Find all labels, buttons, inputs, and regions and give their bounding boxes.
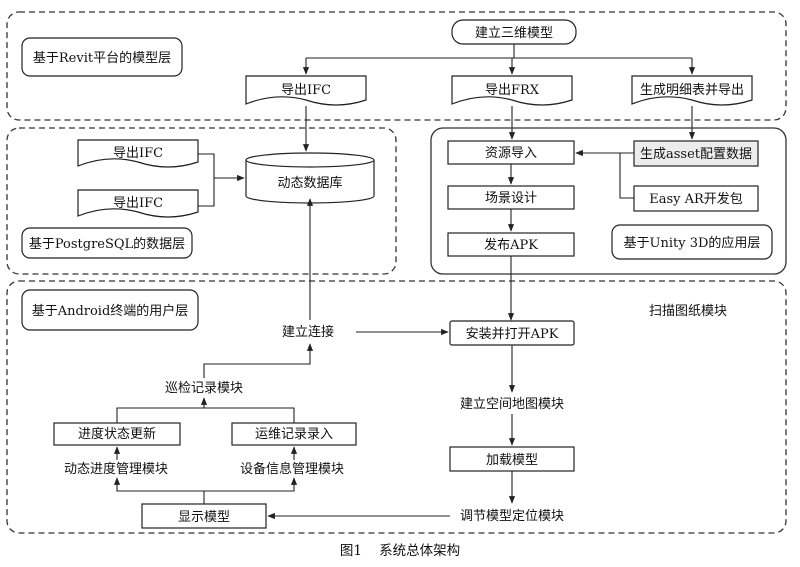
ifc-doc-1-label: 导出IFC <box>113 146 163 161</box>
gen-asset-label: 生成asset配置数据 <box>640 147 752 162</box>
app-layer-label-box <box>611 224 773 260</box>
user-layer-label: 基于Android终端的用户层 <box>32 303 189 319</box>
show-model-box <box>141 503 267 529</box>
easyar-box <box>633 185 759 212</box>
database-label: 动态数据库 <box>277 175 342 191</box>
install-apk-label: 安装并打开APK <box>466 327 559 342</box>
connector-easyar-to-import <box>619 153 634 199</box>
connector-ifc-bracket <box>198 153 215 207</box>
arrow-show-to-dynamic <box>113 477 205 504</box>
load-model-box <box>449 446 575 472</box>
gen-asset-box <box>633 140 759 167</box>
ifc-doc-2-label: 导出IFC <box>113 196 163 211</box>
scan-drawing-module-label: 扫描图纸模块 <box>649 304 727 319</box>
user-layer-label-box <box>21 289 199 331</box>
scene-design-label: 场景设计 <box>485 191 537 206</box>
ifc-doc-2 <box>77 189 199 218</box>
export-frx-doc <box>451 75 573 106</box>
connect-label: 建立连接 <box>282 324 334 340</box>
database-top <box>245 152 375 168</box>
arrow-show-to-device <box>204 477 298 492</box>
export-ifc-label: 导出IFC <box>281 83 331 98</box>
data-layer-label: 基于PostgreSQL的数据层 <box>29 236 185 252</box>
app-layer-label: 基于Unity 3D的应用层 <box>624 235 761 251</box>
model-layer-label: 基于Revit平台的模型层 <box>33 50 171 66</box>
app-layer-region <box>430 127 787 275</box>
load-model-label: 加载模型 <box>486 453 538 468</box>
resource-import-label: 资源导入 <box>485 146 537 161</box>
ifc-doc-1 <box>77 139 199 168</box>
device-info-module-label: 设备信息管理模块 <box>240 461 344 477</box>
inspection-module-label: 巡检记录模块 <box>165 381 243 396</box>
spatial-map-module-label: 建立空间地图模块 <box>460 397 564 412</box>
build-3d-model-label: 建立三维模型 <box>475 26 553 41</box>
dynamic-database <box>245 152 375 204</box>
export-frx-label: 导出FRX <box>485 83 540 98</box>
arrow-inspection-to-connect <box>203 343 314 378</box>
data-layer-region <box>6 127 397 275</box>
data-layer-label-box <box>21 227 193 259</box>
easyar-label: Easy AR开发包 <box>649 191 743 207</box>
export-ifc-doc <box>245 75 367 106</box>
connector-records-bracket <box>116 407 295 423</box>
figure-caption: 图1 系统总体架构 <box>340 543 460 559</box>
adjust-position-module-label: 调节模型定位模块 <box>460 509 564 524</box>
model-layer-label-box <box>21 37 183 77</box>
maint-entry-label: 运维记录录入 <box>255 427 333 442</box>
gen-table-label: 生成明细表并导出 <box>640 83 744 98</box>
dynamic-progress-module-label: 动态进度管理模块 <box>64 461 168 477</box>
progress-update-label: 进度状态更新 <box>78 426 156 442</box>
publish-apk-label: 发布APK <box>484 237 538 253</box>
show-model-label: 显示模型 <box>178 510 230 525</box>
model-layer-region <box>6 11 787 121</box>
gen-table-doc <box>631 75 753 106</box>
